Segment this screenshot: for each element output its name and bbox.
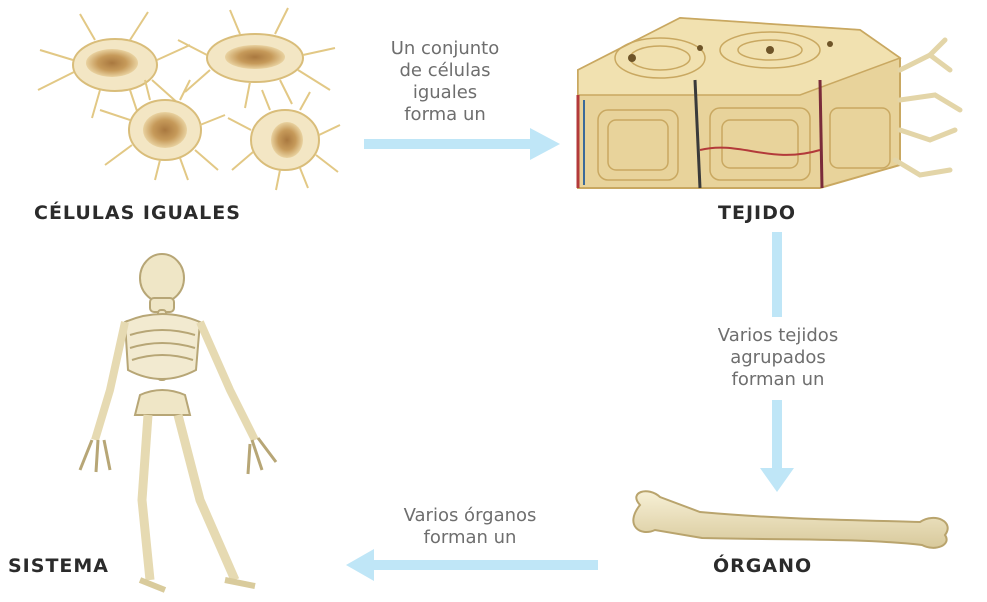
note-line: Varios órganos [360,505,580,527]
note-line: forma un [360,104,530,126]
cell-3 [100,80,225,180]
bone-illustration [633,491,947,548]
tissue-illustration [578,18,960,188]
cell-2 [178,8,335,108]
note-line: Un conjunto [360,38,530,60]
label-organ: ÓRGANO [713,555,812,577]
note-line: forman un [680,369,876,391]
note-cells-to-tissue: Un conjunto de células iguales forma un [360,38,530,126]
note-tissue-to-organ: Varios tejidos agrupados forman un [680,325,876,391]
label-tissue: TEJIDO [718,202,796,224]
note-line: forman un [360,527,580,549]
label-cells: CÉLULAS IGUALES [34,202,241,224]
note-line: agrupados [680,347,876,369]
label-system: SISTEMA [8,555,109,577]
note-line: de células [360,60,530,82]
note-organ-to-system: Varios órganos forman un [360,505,580,549]
note-line: iguales [360,82,530,104]
arrow-cells-to-tissue [364,128,560,160]
note-line: Varios tejidos [680,325,876,347]
arrow-organ-to-system [346,549,598,581]
skeleton-illustration [80,254,276,590]
cells-illustration [38,8,340,190]
